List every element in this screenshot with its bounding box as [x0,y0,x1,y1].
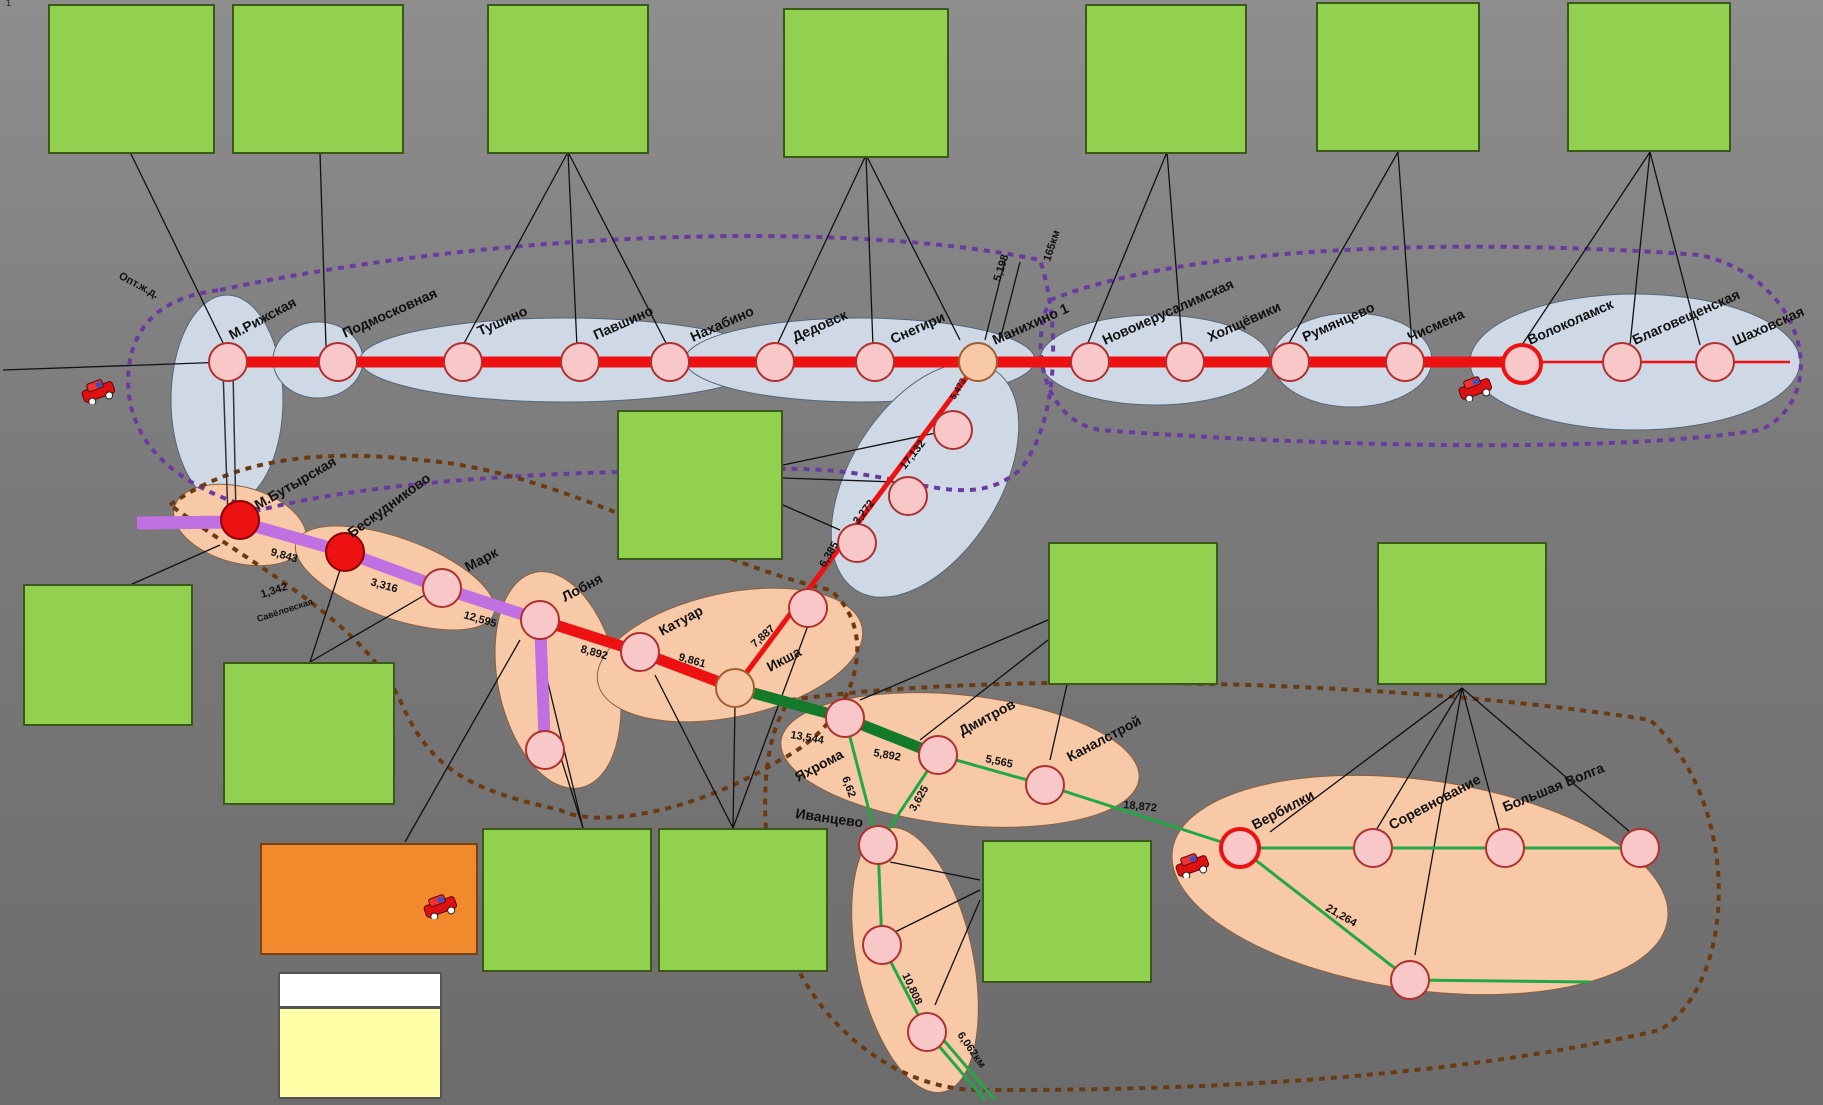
info-box-novoierusalimskaya[interactable] [1085,4,1247,154]
station-beskudnikovo[interactable] [325,532,365,572]
track-link-rizh-butyr-2 [232,369,237,519]
label-ivantsevo: Иванцево [795,805,865,830]
boundary-purple-east [1038,244,1803,448]
station-chismena[interactable] [1385,342,1425,382]
track-link-rizh-butyr [222,369,229,519]
station-nakhabino[interactable] [650,342,690,382]
track-green-verb-south [1239,846,1411,982]
label-chismena: Чисмена [1405,305,1467,344]
station-verbilki-south[interactable] [1390,960,1430,1000]
label-opt: Опт.ж.д. [117,270,161,301]
track-green-south-4 [933,1029,997,1101]
label-beskudnikovo: Бескудниково [344,470,433,541]
legend-body [278,1007,442,1099]
station-yakhroma[interactable] [825,698,865,738]
leader-lines [2,151,1701,1006]
dist-5565: 5,565 [984,753,1013,770]
station-volokolamsk[interactable] [1501,343,1543,385]
train-car-icon[interactable] [1172,852,1212,878]
info-box-ivantsevo[interactable] [982,840,1152,983]
station-snegiri-branch-3[interactable] [837,523,877,563]
dist-5892: 5,892 [872,747,901,764]
station-lobnya[interactable] [520,600,560,640]
station-podmoskovnaya[interactable] [318,342,358,382]
station-blagoveshchenskaya[interactable] [1602,342,1642,382]
station-tushino[interactable] [443,342,483,382]
station-kholshchevniki[interactable] [1165,342,1205,382]
label-bolshaya-volga: Большая Волга [1500,759,1606,814]
station-lobnya-branch[interactable] [525,730,565,770]
dist-1342: 1,342 [259,581,289,601]
info-box-m-rizhskaya[interactable] [48,4,215,154]
track-purple-branch [534,619,551,751]
label-mark: Марк [462,544,501,575]
track-green-yakh-ivan [843,717,880,846]
station-dmitrov[interactable] [918,735,958,775]
station-manikhino[interactable] [958,342,998,382]
station-iksha[interactable] [715,668,755,708]
info-box-lobnya[interactable] [482,828,652,972]
station-snegiri-branch-1[interactable] [933,410,973,450]
station-rumyantsevo[interactable] [1270,342,1310,382]
boundary-brown-south [166,453,860,820]
station-snegiri-branch-2[interactable] [888,476,928,516]
info-box-iksha[interactable] [658,828,828,972]
info-box-podmoskovnaya[interactable] [232,4,404,154]
dist-5198: 5,198 [991,253,1011,283]
station-mark[interactable] [422,568,462,608]
station-ivantsevo-2[interactable] [862,925,902,965]
station-katuar[interactable] [620,632,660,672]
station-novoierusalimskaya[interactable] [1070,342,1110,382]
dist-165: 165км [1041,229,1062,263]
station-ivantsevo-3[interactable] [907,1012,947,1052]
dist-13544: 13,544 [789,729,825,747]
train-car-icon[interactable] [78,378,118,404]
info-box-verbilki[interactable] [1377,542,1547,685]
station-verbilki-east[interactable] [1620,828,1660,868]
train-car-icon[interactable] [1455,375,1495,401]
train-car-icon[interactable] [420,893,460,919]
stations [208,342,1735,1052]
station-pavshino[interactable] [560,342,600,382]
station-sorevnovanie[interactable] [1353,828,1393,868]
track-green-south-east [1409,978,1591,984]
station-dedovsk[interactable] [755,342,795,382]
station-m-rizhskaya[interactable] [208,342,248,382]
station-m-butyrskaya[interactable] [220,500,260,540]
dist-savelovsky: Савёловская [256,596,315,624]
info-box-dmitrov[interactable] [1048,542,1218,685]
station-kanalstroy[interactable] [1025,765,1065,805]
info-box-dedovsk[interactable] [783,8,949,158]
zone-beskudnikovo [294,525,496,631]
station-snegiri[interactable] [855,342,895,382]
station-shakhovskaya[interactable] [1695,342,1735,382]
track-green-kanal-verb [1044,783,1241,850]
dist-18872: 18,872 [1123,799,1158,814]
station-ivantsevo[interactable] [858,825,898,865]
info-box-volokolamsk[interactable] [1567,2,1731,152]
info-box-butyrskaya[interactable] [23,584,193,726]
legend-header [278,972,442,1008]
station-iksha-north[interactable] [788,588,828,628]
info-box-rumyantsevo[interactable] [1316,2,1480,152]
info-box-snegiri-branch[interactable] [617,410,783,560]
station-bolshaya-volga[interactable] [1485,828,1525,868]
corner-caption: 1 [6,0,12,8]
station-verbilki[interactable] [1219,827,1261,869]
info-box-tushino[interactable] [487,4,649,154]
info-box-beskudnikovo[interactable] [223,662,395,805]
